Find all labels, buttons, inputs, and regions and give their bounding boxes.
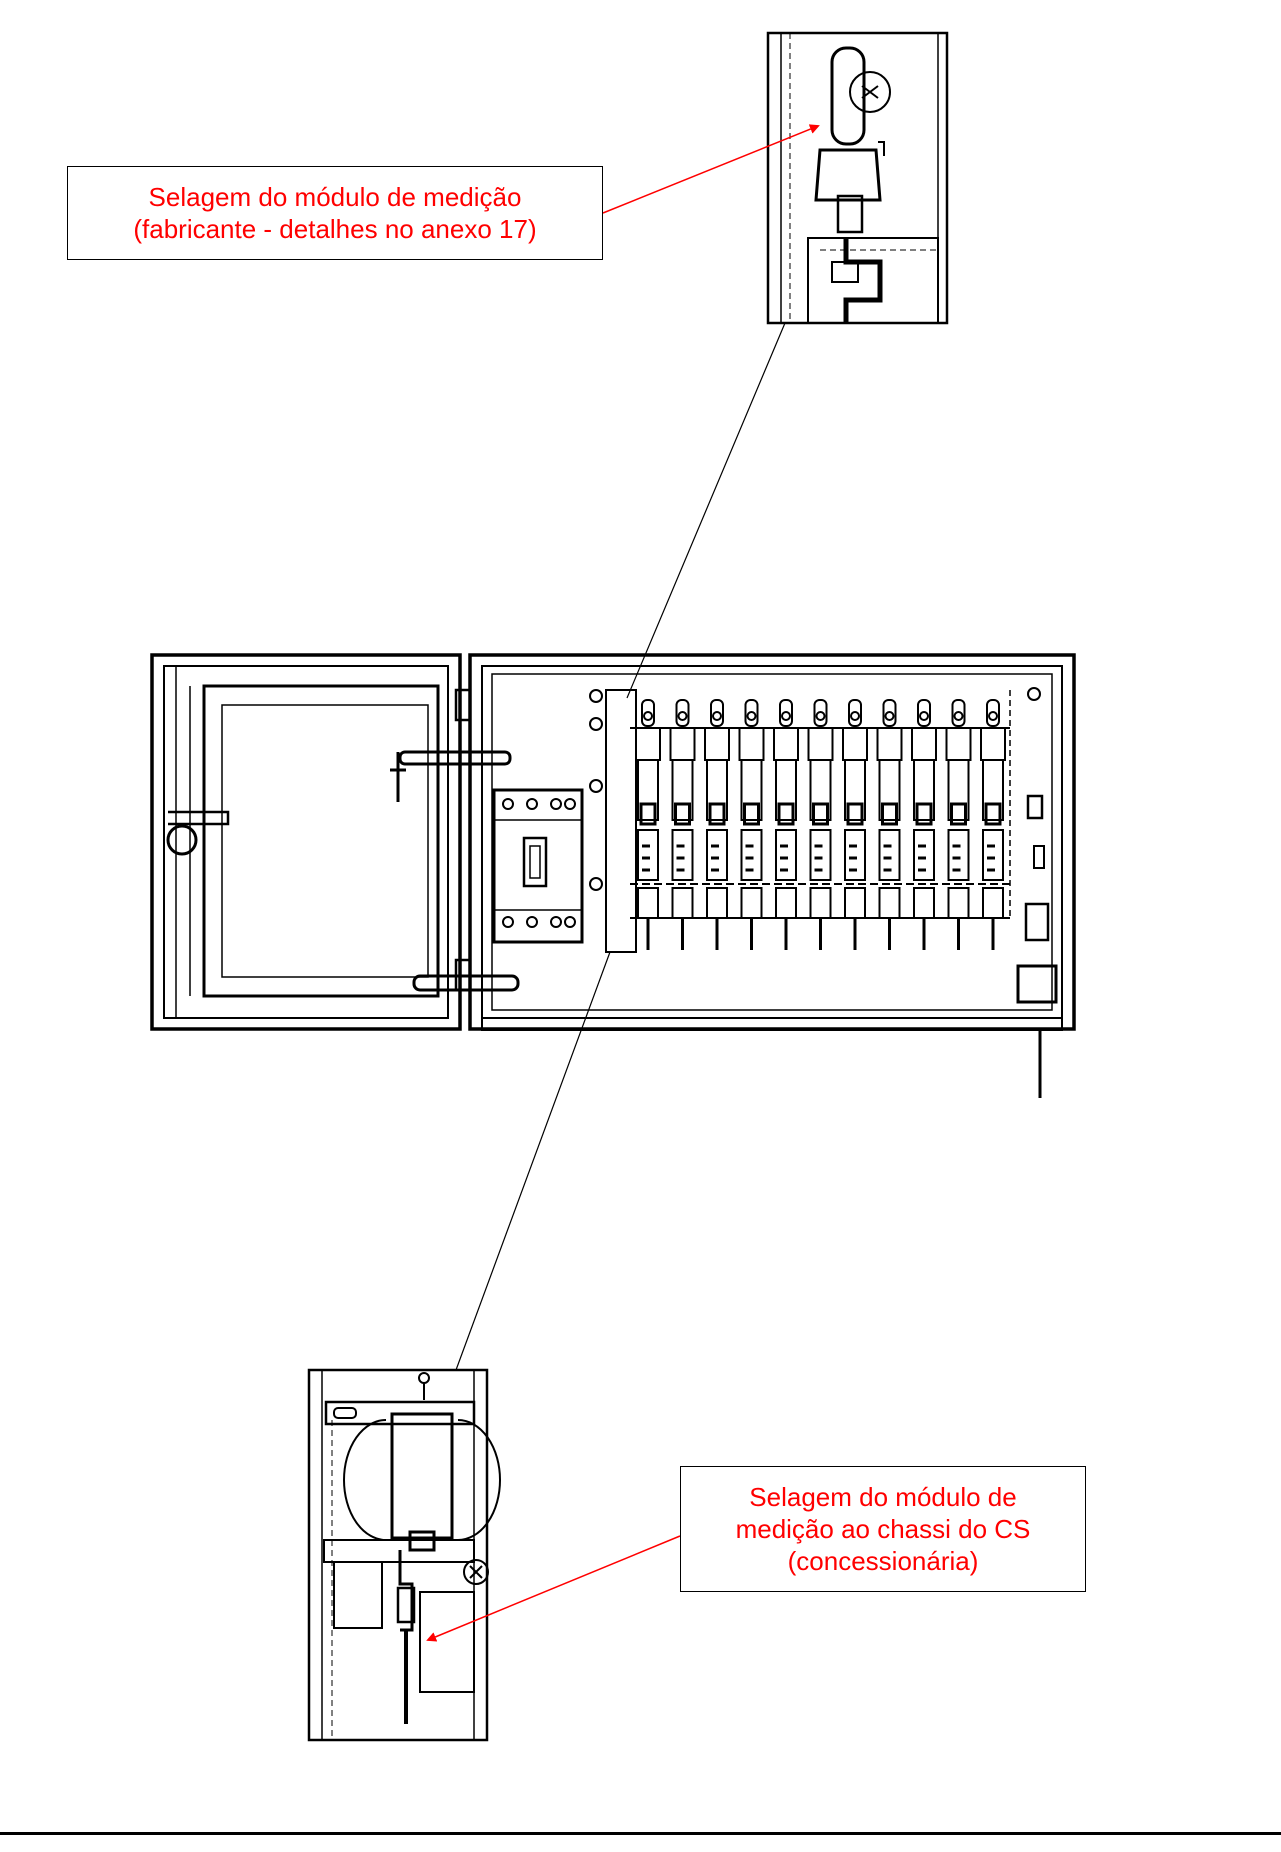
leader-arrow-top [602,124,820,214]
connector-line-top [626,322,786,699]
callout-bottom-line2: medição ao chassi do CS [735,1514,1031,1544]
callout-bottom-line3: (concessionária) [787,1546,979,1576]
breaker-unit [842,699,868,950]
breaker-unit [635,699,661,950]
breaker-unit [704,699,730,950]
page-bottom-rule [0,1832,1281,1835]
callout-top-line1: Selagem do módulo de medição [148,182,522,212]
connector-line-bottom [455,951,611,1371]
callout-bottom-line1: Selagem do módulo de [749,1482,1017,1512]
bottom-detail-view [307,1368,501,1742]
callout-top-line2: (fabricante - detalhes no anexo 17) [133,214,537,244]
breaker-unit [911,699,937,950]
breaker-unit [738,699,765,950]
callout-box-top: Selagem do módulo de medição (fabricante… [67,166,603,260]
top-detail-view [766,31,949,325]
breaker-unit [945,699,972,950]
breaker-unit [807,699,834,950]
breaker-unit [669,699,696,950]
breaker-unit [876,699,903,950]
breaker-row [630,699,1010,950]
breaker-unit [980,699,1006,950]
callout-box-bottom: Selagem do módulo de medição ao chassi d… [680,1466,1086,1592]
breaker-unit [773,699,799,950]
enclosure-view [150,653,1076,1098]
leader-arrow-bottom [426,1535,681,1642]
